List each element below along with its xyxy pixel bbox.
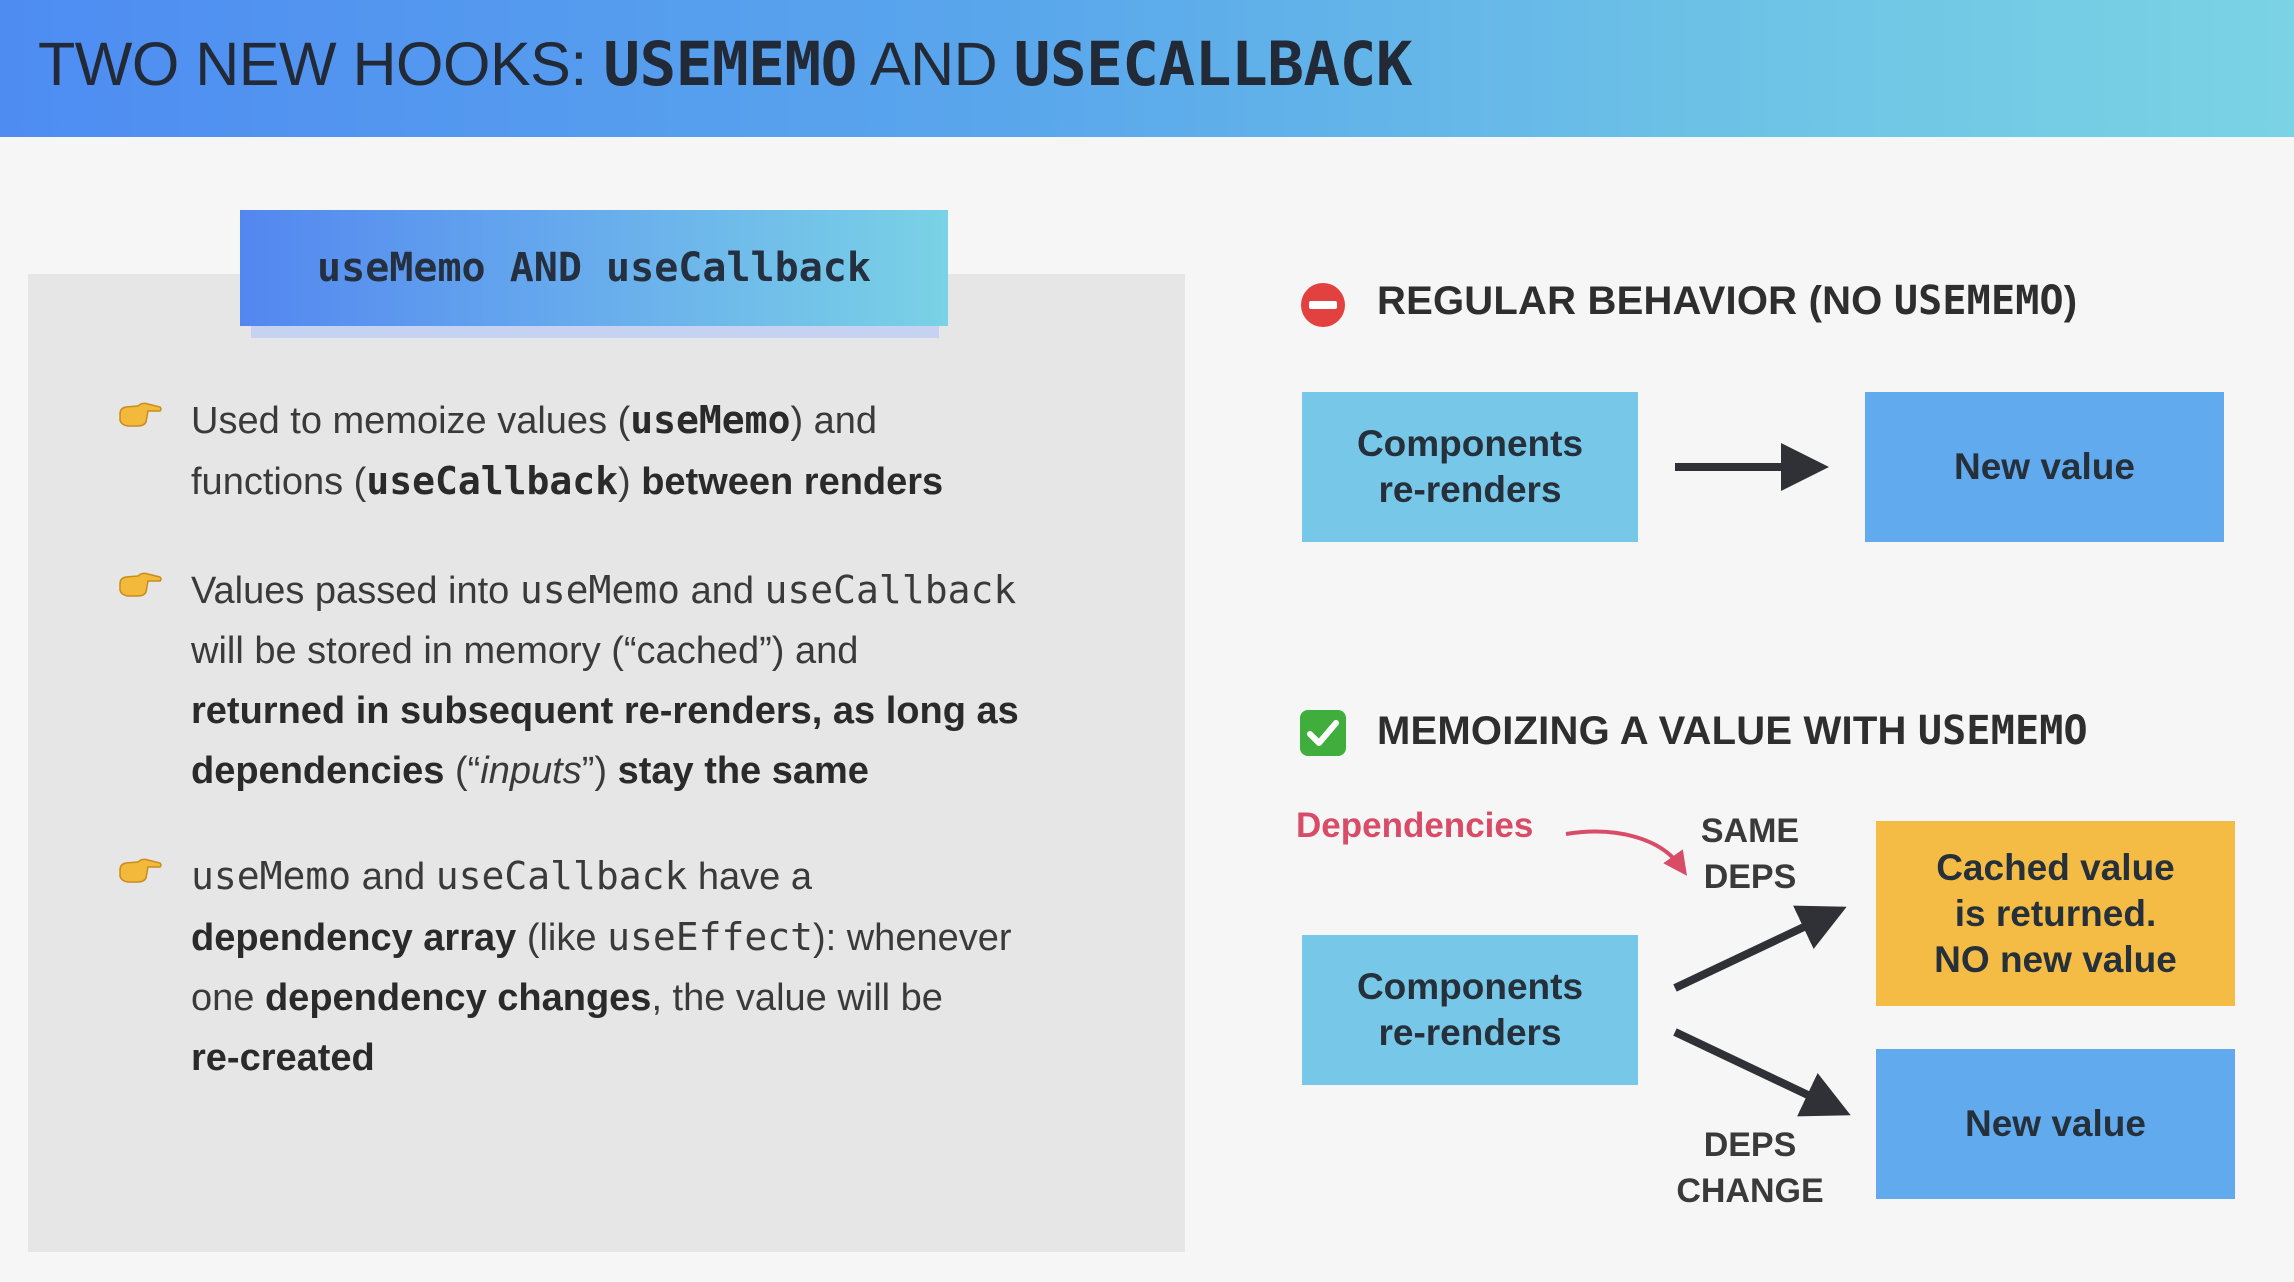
dependencies-label: Dependencies xyxy=(1296,806,1534,845)
pointing-hand-icon xyxy=(119,572,162,597)
bullet-3-text: useMemo and useCallback have a dependenc… xyxy=(191,854,1012,1079)
no-entry-icon xyxy=(1301,283,1345,327)
pointing-hand-icon xyxy=(119,402,162,427)
regular-behavior-heading: REGULAR BEHAVIOR (NO USEMEMO) xyxy=(1377,278,2078,324)
bullet-1-text: Used to memoize values (useMemo) and fun… xyxy=(191,398,944,503)
dependencies-arrow xyxy=(1565,829,1687,876)
same-deps-arrow xyxy=(1673,905,1847,992)
memoizing-heading: MEMOIZING A VALUE WITH USEMEMO xyxy=(1377,708,2088,754)
title-bar: TWO NEW HOOKS: USEMEMO AND USECALLBACK xyxy=(0,0,2294,137)
memo-components-rerenders-box: Components re-renders xyxy=(1302,935,1638,1085)
title-prefix: TWO NEW HOOKS: xyxy=(38,30,604,98)
pointing-hand-icon xyxy=(119,858,162,883)
bullet-2-text: Values passed into useMemo and useCallba… xyxy=(191,568,1019,792)
check-mark-icon xyxy=(1300,710,1346,756)
title-hook-usememo: USEMEMO xyxy=(603,29,857,100)
memo-new-value-box: New value xyxy=(1876,1049,2235,1199)
panel-tag-text: useMemo AND useCallback xyxy=(317,245,871,291)
panel-tag: useMemo AND useCallback xyxy=(240,210,948,326)
deps-change-arrow xyxy=(1673,1028,1851,1117)
page-title: TWO NEW HOOKS: USEMEMO AND USECALLBACK xyxy=(38,22,1413,107)
regular-new-value-box: New value xyxy=(1865,392,2224,542)
title-hook-usecallback: USECALLBACK xyxy=(1013,29,1413,100)
regular-components-rerenders-box: Components re-renders xyxy=(1302,392,1638,542)
title-and: AND xyxy=(856,30,1014,98)
explanation-panel xyxy=(28,274,1185,1252)
